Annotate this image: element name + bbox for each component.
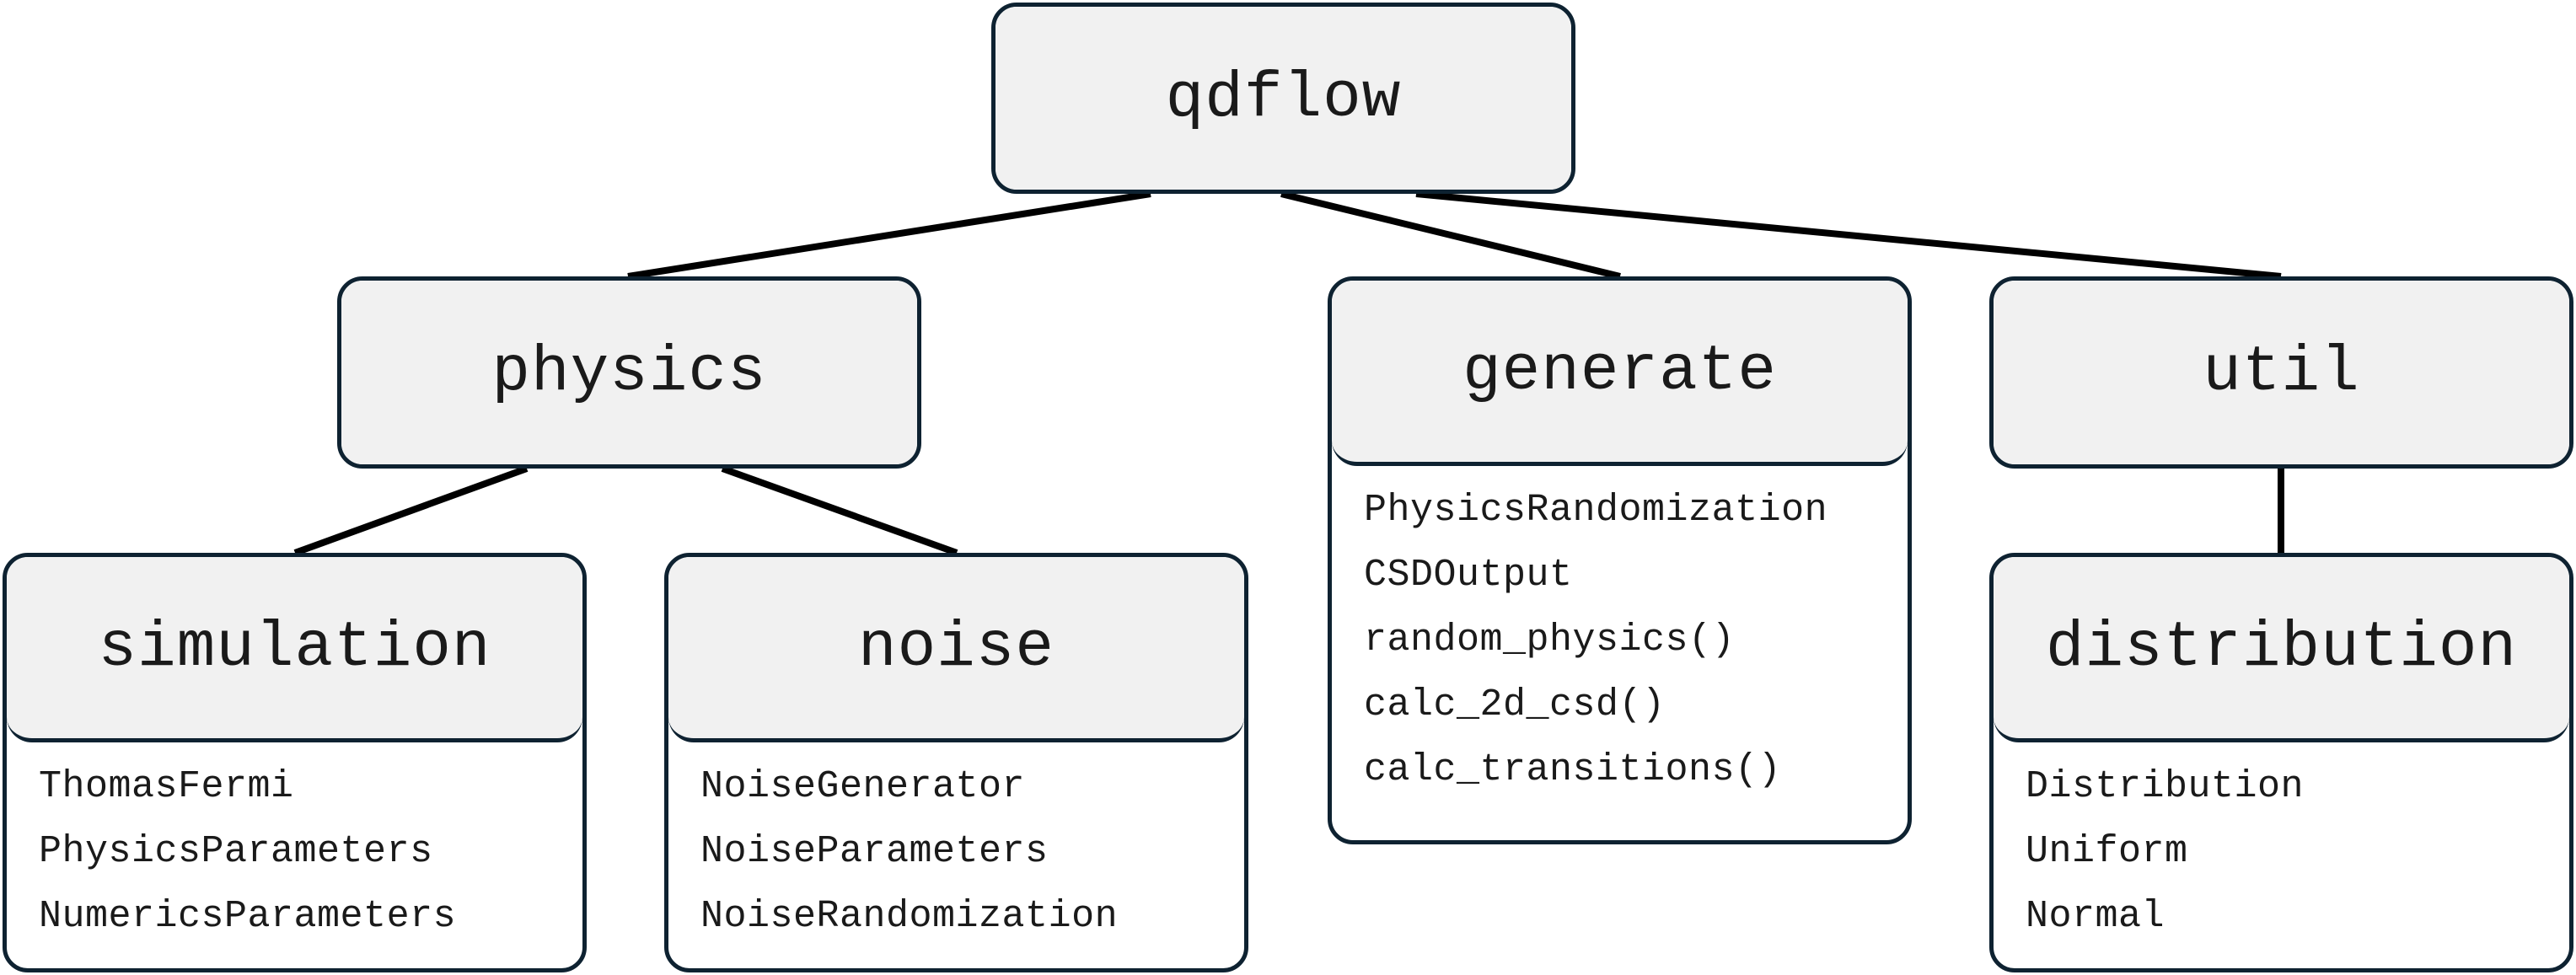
node-physics-title: physics: [341, 281, 917, 464]
node-util: util: [1989, 276, 2573, 469]
node-noise-title: noise: [668, 557, 1244, 742]
edge-physics-noise: [721, 465, 958, 556]
generate-members: PhysicsRandomization CSDOutput random_ph…: [1332, 466, 1908, 802]
edge-qdflow-physics: [627, 190, 1151, 280]
member-item: calc_2d_csd(): [1364, 683, 1666, 726]
node-distribution: distribution Distribution Uniform Normal: [1989, 553, 2573, 972]
member-item: CSDOutput: [1364, 554, 1573, 597]
edge-physics-simulation: [293, 465, 529, 556]
member-item: PhysicsRandomization: [1364, 489, 1828, 532]
noise-members: NoiseGenerator NoiseParameters NoiseRand…: [668, 742, 1244, 949]
member-item: Uniform: [2026, 830, 2188, 873]
simulation-members: ThomasFermi PhysicsParameters NumericsPa…: [7, 742, 582, 949]
node-physics: physics: [337, 276, 921, 469]
member-item: NoiseParameters: [700, 830, 1049, 873]
member-item: PhysicsParameters: [39, 830, 433, 873]
node-util-title: util: [1994, 281, 2569, 464]
member-item: Normal: [2026, 895, 2165, 938]
edge-qdflow-util: [1415, 190, 2282, 280]
member-item: calc_transitions(): [1364, 748, 1782, 791]
node-distribution-title: distribution: [1994, 557, 2569, 742]
node-generate-title: generate: [1332, 281, 1908, 466]
node-generate: generate PhysicsRandomization CSDOutput …: [1328, 276, 1912, 844]
edge-qdflow-generate: [1280, 190, 1621, 280]
member-item: NoiseRandomization: [700, 895, 1119, 938]
member-item: Distribution: [2026, 765, 2305, 808]
node-simulation: simulation ThomasFermi PhysicsParameters…: [3, 553, 587, 972]
node-noise: noise NoiseGenerator NoiseParameters Noi…: [664, 553, 1248, 972]
member-item: ThomasFermi: [39, 765, 294, 808]
node-qdflow-title: qdflow: [996, 7, 1571, 190]
member-item: NumericsParameters: [39, 895, 457, 938]
distribution-members: Distribution Uniform Normal: [1994, 742, 2569, 949]
node-simulation-title: simulation: [7, 557, 582, 742]
node-qdflow: qdflow: [991, 3, 1575, 194]
member-item: NoiseGenerator: [700, 765, 1026, 808]
member-item: random_physics(): [1364, 619, 1736, 662]
